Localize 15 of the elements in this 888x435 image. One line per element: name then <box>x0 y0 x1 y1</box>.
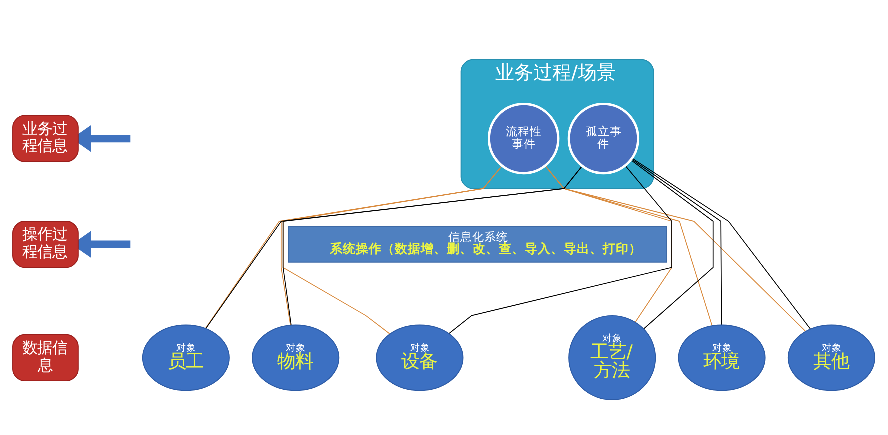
node-box: 数据信息 <box>12 334 79 382</box>
node-ellipse: 对象 员工 <box>142 324 230 391</box>
node-box: 操作过程信息 <box>12 220 79 268</box>
node-circle: 流程性事件 <box>488 102 560 174</box>
connector <box>206 165 583 329</box>
node-box: 业务过程信息 <box>12 114 79 162</box>
node-ellipse: 对象 物料 <box>252 324 340 391</box>
node-circle: 孤立事件 <box>568 102 640 174</box>
node-ellipse: 对象 其他 <box>788 324 876 391</box>
node-box: 信息化系统 系统操作（数据增、删、改、查、导入、导出、打印） <box>288 226 668 262</box>
node-circle: 对象 工艺/方法 <box>568 314 656 400</box>
node-ellipse: 对象 设备 <box>376 324 464 391</box>
connector <box>282 165 583 326</box>
node-ellipse: 对象 环境 <box>678 324 766 391</box>
connector <box>632 158 812 330</box>
